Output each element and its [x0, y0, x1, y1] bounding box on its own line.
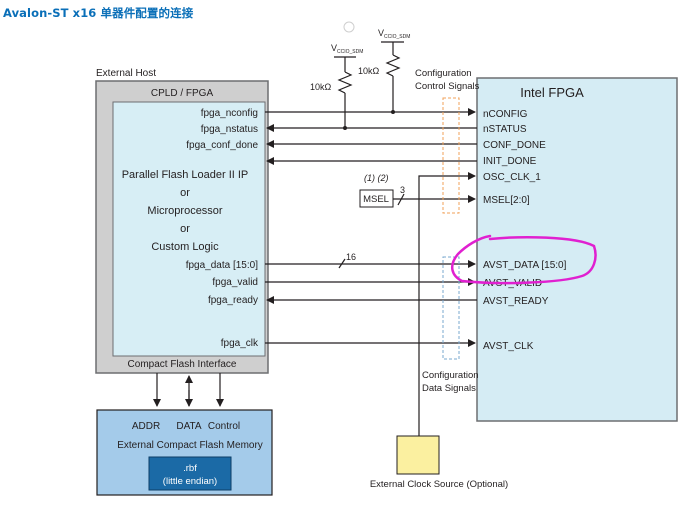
flash-signal-control: Control [208, 421, 240, 432]
external-clock-source-box [396, 435, 440, 475]
junction-nconfig [391, 110, 395, 114]
logic-line-or-1: or [180, 187, 190, 199]
pullup-resistor-2 [381, 41, 404, 112]
pin-fpga-nstatus: fpga_nstatus [201, 124, 258, 135]
logic-line-or-2: or [180, 223, 190, 235]
wire-osc-clk [418, 172, 476, 437]
rbf-endianness: (little endian) [163, 476, 217, 487]
flash-signal-data: DATA [176, 421, 202, 432]
flash-signal-addr: ADDR [132, 421, 160, 432]
pin-avst-ready: AVST_READY [483, 296, 549, 307]
rbf-file-box [148, 456, 232, 491]
pin-msel: MSEL[2:0] [483, 195, 530, 206]
msel-label: MSEL [363, 194, 389, 205]
external-clock-source-label: External Clock Source (Optional) [370, 479, 508, 490]
logic-line-pfl: Parallel Flash Loader II IP [122, 169, 249, 181]
pin-avst-data: AVST_DATA [15:0] [483, 260, 567, 271]
msel-notes: (1) (2) [364, 173, 389, 183]
external-host-label: External Host [96, 68, 156, 79]
config-data-group [442, 256, 460, 360]
pin-init-done: INIT_DONE [483, 156, 537, 167]
pin-avst-clk: AVST_CLK [483, 341, 534, 352]
pin-fpga-ready: fpga_ready [208, 295, 258, 306]
pin-fpga-data: fpga_data [15:0] [186, 260, 259, 271]
pin-fpga-clk: fpga_clk [221, 338, 259, 349]
data-bus-width: 16 [346, 252, 356, 262]
intel-fpga-box [476, 77, 678, 422]
intel-fpga-label: Intel FPGA [520, 85, 584, 100]
resistor-label-2: 10kΩ [358, 66, 380, 76]
pin-nstatus: nSTATUS [483, 124, 527, 135]
highlight-annotation [450, 234, 597, 285]
rbf-file-label: .rbf [183, 463, 197, 474]
config-control-group [442, 97, 460, 214]
flash-memory-label: External Compact Flash Memory [117, 440, 263, 451]
config-control-label-1: Configuration [415, 68, 472, 79]
config-control-label-2: Control Signals [415, 81, 480, 92]
cpld-fpga-label: CPLD / FPGA [151, 88, 214, 99]
vccio-label-2: VCCIO_SDM [378, 28, 410, 40]
logic-line-microprocessor: Microprocessor [147, 205, 223, 217]
vccio-label-1: VCCIO_SDM [331, 43, 363, 55]
config-data-label-2: Data Signals [422, 383, 476, 394]
compact-flash-interface-label: Compact Flash Interface [128, 359, 237, 370]
pin-fpga-nconfig: fpga_nconfig [201, 108, 258, 119]
pullup-resistor-1 [334, 56, 356, 128]
pin-fpga-conf-done: fpga_conf_done [186, 140, 258, 151]
pin-conf-done: CONF_DONE [483, 140, 546, 151]
msel-box [359, 189, 394, 208]
logic-line-custom-logic: Custom Logic [151, 241, 219, 253]
page-title: Avalon-ST x16 单器件配置的连接 [3, 6, 194, 20]
logic-block [112, 101, 266, 357]
msel-bus-slash [397, 193, 405, 206]
pin-nconfig: nCONFIG [483, 109, 528, 120]
pin-osc-clk-1: OSC_CLK_1 [483, 172, 541, 183]
msel-bus-width: 3 [400, 185, 405, 195]
config-data-label-1: Configuration [422, 370, 479, 381]
data-bus-slash [338, 258, 346, 269]
junction-nstatus [343, 126, 347, 130]
decorative-circle [343, 21, 355, 33]
pin-fpga-valid: fpga_valid [212, 277, 258, 288]
resistor-label-1: 10kΩ [310, 82, 332, 92]
